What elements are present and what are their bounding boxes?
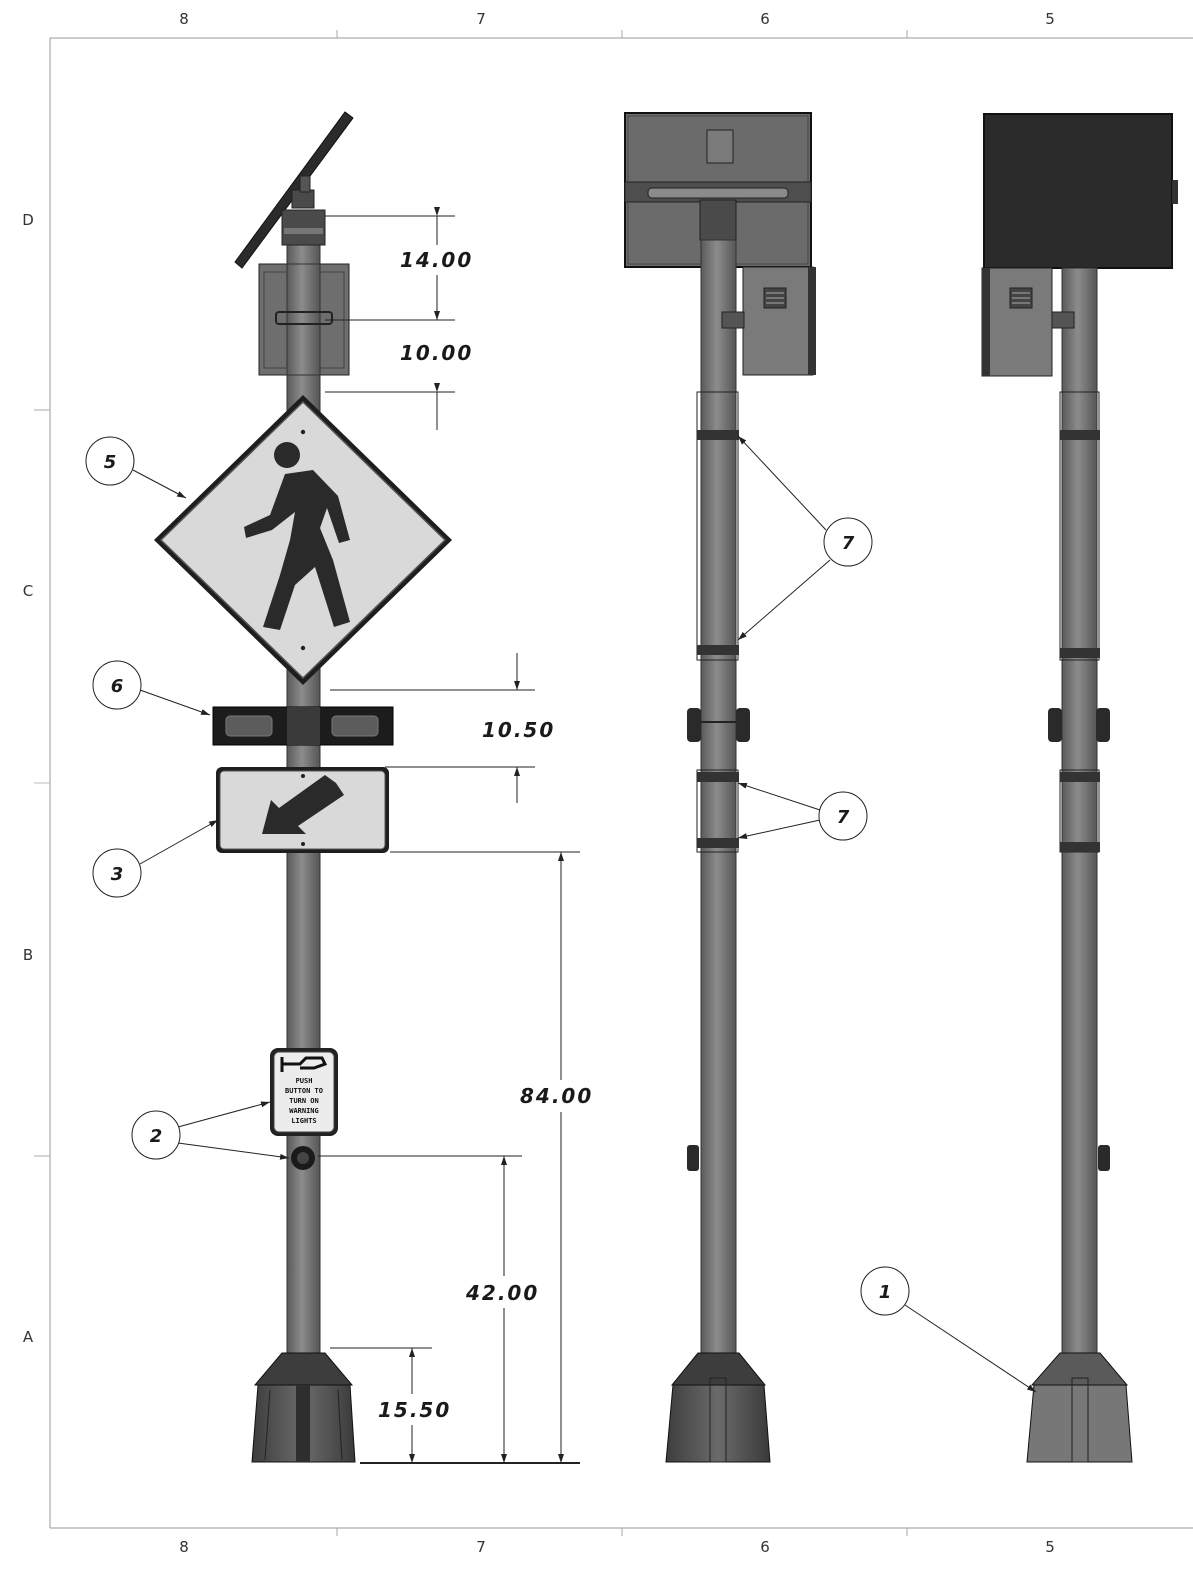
pole-cap xyxy=(699,199,737,241)
rear-view xyxy=(981,113,1178,1463)
arrow-plaque xyxy=(216,767,389,853)
plate-line: WARNING xyxy=(289,1107,319,1115)
column-label-bottom: 8 xyxy=(179,1538,189,1556)
mounting-band xyxy=(697,838,739,848)
column-label-top: 6 xyxy=(760,10,770,28)
row-label: C xyxy=(23,582,33,600)
pointing-hand-icon xyxy=(280,1056,328,1072)
mounting-band xyxy=(1060,772,1100,782)
plate-line: BUTTON TO xyxy=(285,1087,323,1095)
dimension-42: 42.00 xyxy=(465,1281,539,1305)
column-label-bottom: 6 xyxy=(760,1538,770,1556)
column-label-bottom: 5 xyxy=(1045,1538,1055,1556)
solar-panel-front xyxy=(983,113,1173,269)
mounting-band xyxy=(697,645,739,655)
balloon-3: 3 xyxy=(92,848,142,898)
controller-cabinet-side xyxy=(981,267,1075,377)
mounting-band xyxy=(697,772,739,782)
pole xyxy=(700,239,737,1356)
pole xyxy=(1061,267,1098,1356)
balloon-5: 5 xyxy=(85,436,135,486)
push-button xyxy=(291,1146,315,1170)
column-label-top: 7 xyxy=(476,10,486,28)
push-button-plate: PUSH BUTTON TO TURN ON WARNING LIGHTS xyxy=(270,1048,338,1136)
svg-text:7: 7 xyxy=(842,533,855,554)
controller-cabinet-side xyxy=(721,266,816,376)
pedestrian-head xyxy=(274,442,300,468)
callout-leaders xyxy=(737,435,831,840)
callout-leaders xyxy=(132,469,290,1160)
column-label-bottom: 7 xyxy=(476,1538,486,1556)
svg-text:7: 7 xyxy=(837,807,850,828)
row-label: A xyxy=(23,1328,34,1346)
mounting-band xyxy=(697,430,739,440)
pedestrian-figure xyxy=(244,470,350,630)
light-bar-bracket xyxy=(1048,708,1110,742)
balloon-1: 1 xyxy=(860,1266,910,1316)
diagonal-arrow-icon xyxy=(262,775,344,834)
controller-cabinet xyxy=(258,263,350,376)
pole-base xyxy=(1026,1352,1133,1463)
dimension-10-5: 10.50 xyxy=(482,718,555,742)
svg-text:2: 2 xyxy=(150,1126,163,1147)
svg-text:5: 5 xyxy=(104,452,117,473)
solar-panel xyxy=(234,111,354,269)
dimension-84: 84.00 xyxy=(520,1084,593,1108)
pole-base xyxy=(665,1352,771,1463)
plate-line: LIGHTS xyxy=(291,1117,316,1125)
dimension-lines xyxy=(318,207,580,1464)
pole-base xyxy=(251,1352,356,1463)
light-bar-bracket xyxy=(687,708,750,742)
row-label: D xyxy=(22,211,34,229)
pedestrian-crossing-sign xyxy=(154,395,452,685)
balloon-6: 6 xyxy=(92,660,142,710)
dimension-15-5: 15.50 xyxy=(378,1398,451,1422)
plate-line: PUSH xyxy=(296,1077,313,1085)
svg-text:1: 1 xyxy=(879,1282,892,1303)
svg-text:3: 3 xyxy=(111,864,124,885)
front-view: PUSH BUTTON TO TURN ON WARNING LIGHTS xyxy=(154,111,452,1463)
mounting-band xyxy=(1060,842,1100,852)
svg-text:6: 6 xyxy=(111,676,124,697)
balloon-7-lower: 7 xyxy=(818,791,868,841)
callout-leader xyxy=(904,1304,1037,1393)
plate-line: TURN ON xyxy=(289,1097,319,1105)
side-view xyxy=(624,112,816,1463)
column-label-top: 8 xyxy=(179,10,189,28)
balloon-7-upper: 7 xyxy=(823,517,873,567)
mounting-band xyxy=(1060,648,1100,658)
mounting-band xyxy=(1060,430,1100,440)
balloon-2: 2 xyxy=(131,1110,181,1160)
push-button-side xyxy=(1098,1145,1110,1171)
dimension-14: 14.00 xyxy=(400,248,473,272)
push-button-side xyxy=(687,1145,699,1171)
column-label-top: 5 xyxy=(1045,10,1055,28)
drawing-frame xyxy=(34,30,1193,1536)
rrfb-light-bar xyxy=(212,706,394,746)
row-label: B xyxy=(23,946,33,964)
pole-cap xyxy=(281,209,326,246)
dimension-10: 10.00 xyxy=(400,341,473,365)
